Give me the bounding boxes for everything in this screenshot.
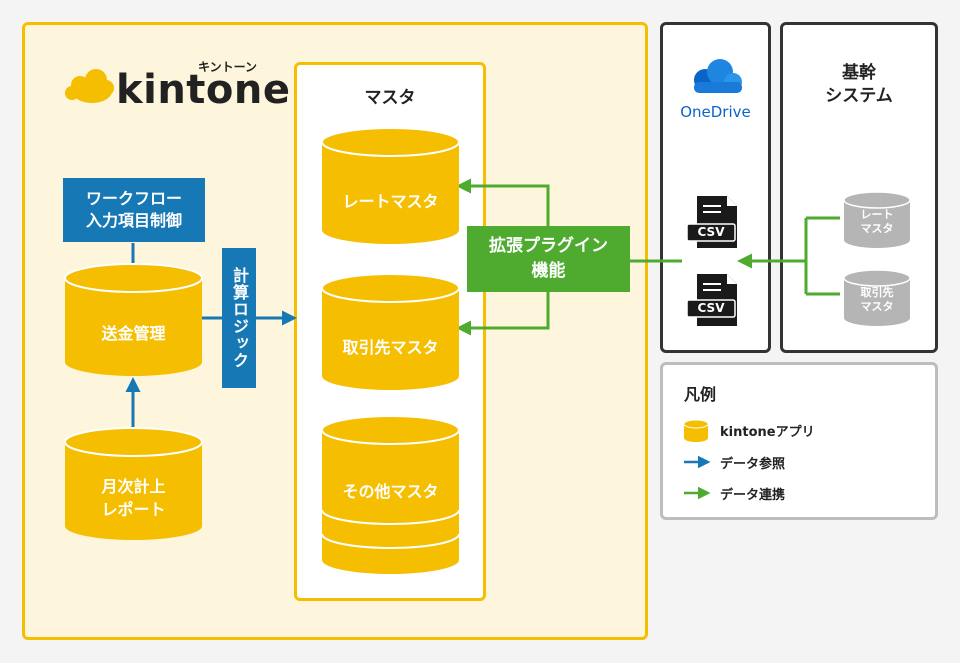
transfer-db-label: 送金管理 (101, 324, 166, 343)
monthly-db-label: 月次計上 レポート (101, 477, 166, 520)
plugin-to-rate-master-arrow (456, 178, 550, 226)
master-title: マスタ (364, 88, 416, 108)
other-master-cylinder (321, 415, 460, 574)
transfer-db-cylinder (64, 263, 203, 376)
client-master-cylinder (321, 273, 460, 390)
workflow-control-box: ワークフロー 入力項目制御 (63, 178, 205, 242)
legend-reference-row: データ参照 (720, 453, 785, 472)
onedrive-cloud-icon (694, 59, 742, 93)
csv-label: CSV (697, 301, 725, 315)
kintone-logo-text: kintone (116, 67, 291, 113)
legend-app-label: kintoneアプリ (720, 425, 815, 440)
rate-master-label: レートマスタ (342, 192, 439, 211)
legend-app-icon (683, 419, 709, 442)
extension-plugin-box: 拡張プラグイン 機能 (467, 226, 630, 292)
legend-app-row: kintoneアプリ (720, 421, 815, 440)
plugin-to-client-master-arrow (456, 290, 550, 336)
system-client-db-label: 取引先 マスタ (860, 286, 894, 314)
rate-master-cylinder (321, 127, 460, 244)
system-client-db-cylinder (843, 269, 911, 326)
other-master-label: その他マスタ (342, 482, 439, 501)
legend-reference-label: データ参照 (720, 457, 786, 472)
kintone-logo-kana: キントーン (198, 60, 258, 74)
legend-integration-label: データ連携 (720, 488, 786, 503)
monthly-db-cylinder (64, 427, 203, 540)
csv-label: CSV (697, 225, 725, 239)
kintone-cloud-icon (65, 69, 114, 103)
csv-file-icon (686, 196, 737, 248)
system-rate-db-cylinder (843, 191, 911, 248)
csv-file-icon (686, 274, 737, 326)
system-rate-db-label: レート マスタ (860, 208, 894, 236)
client-master-label: 取引先マスタ (342, 338, 439, 357)
calculation-logic-box: 計算ロジック (222, 248, 256, 388)
legend-integration-row: データ連携 (720, 484, 785, 503)
legend-title: 凡例 (684, 385, 717, 404)
core-system-title: 基幹 システム (825, 63, 893, 106)
onedrive-label: OneDrive (680, 103, 751, 121)
